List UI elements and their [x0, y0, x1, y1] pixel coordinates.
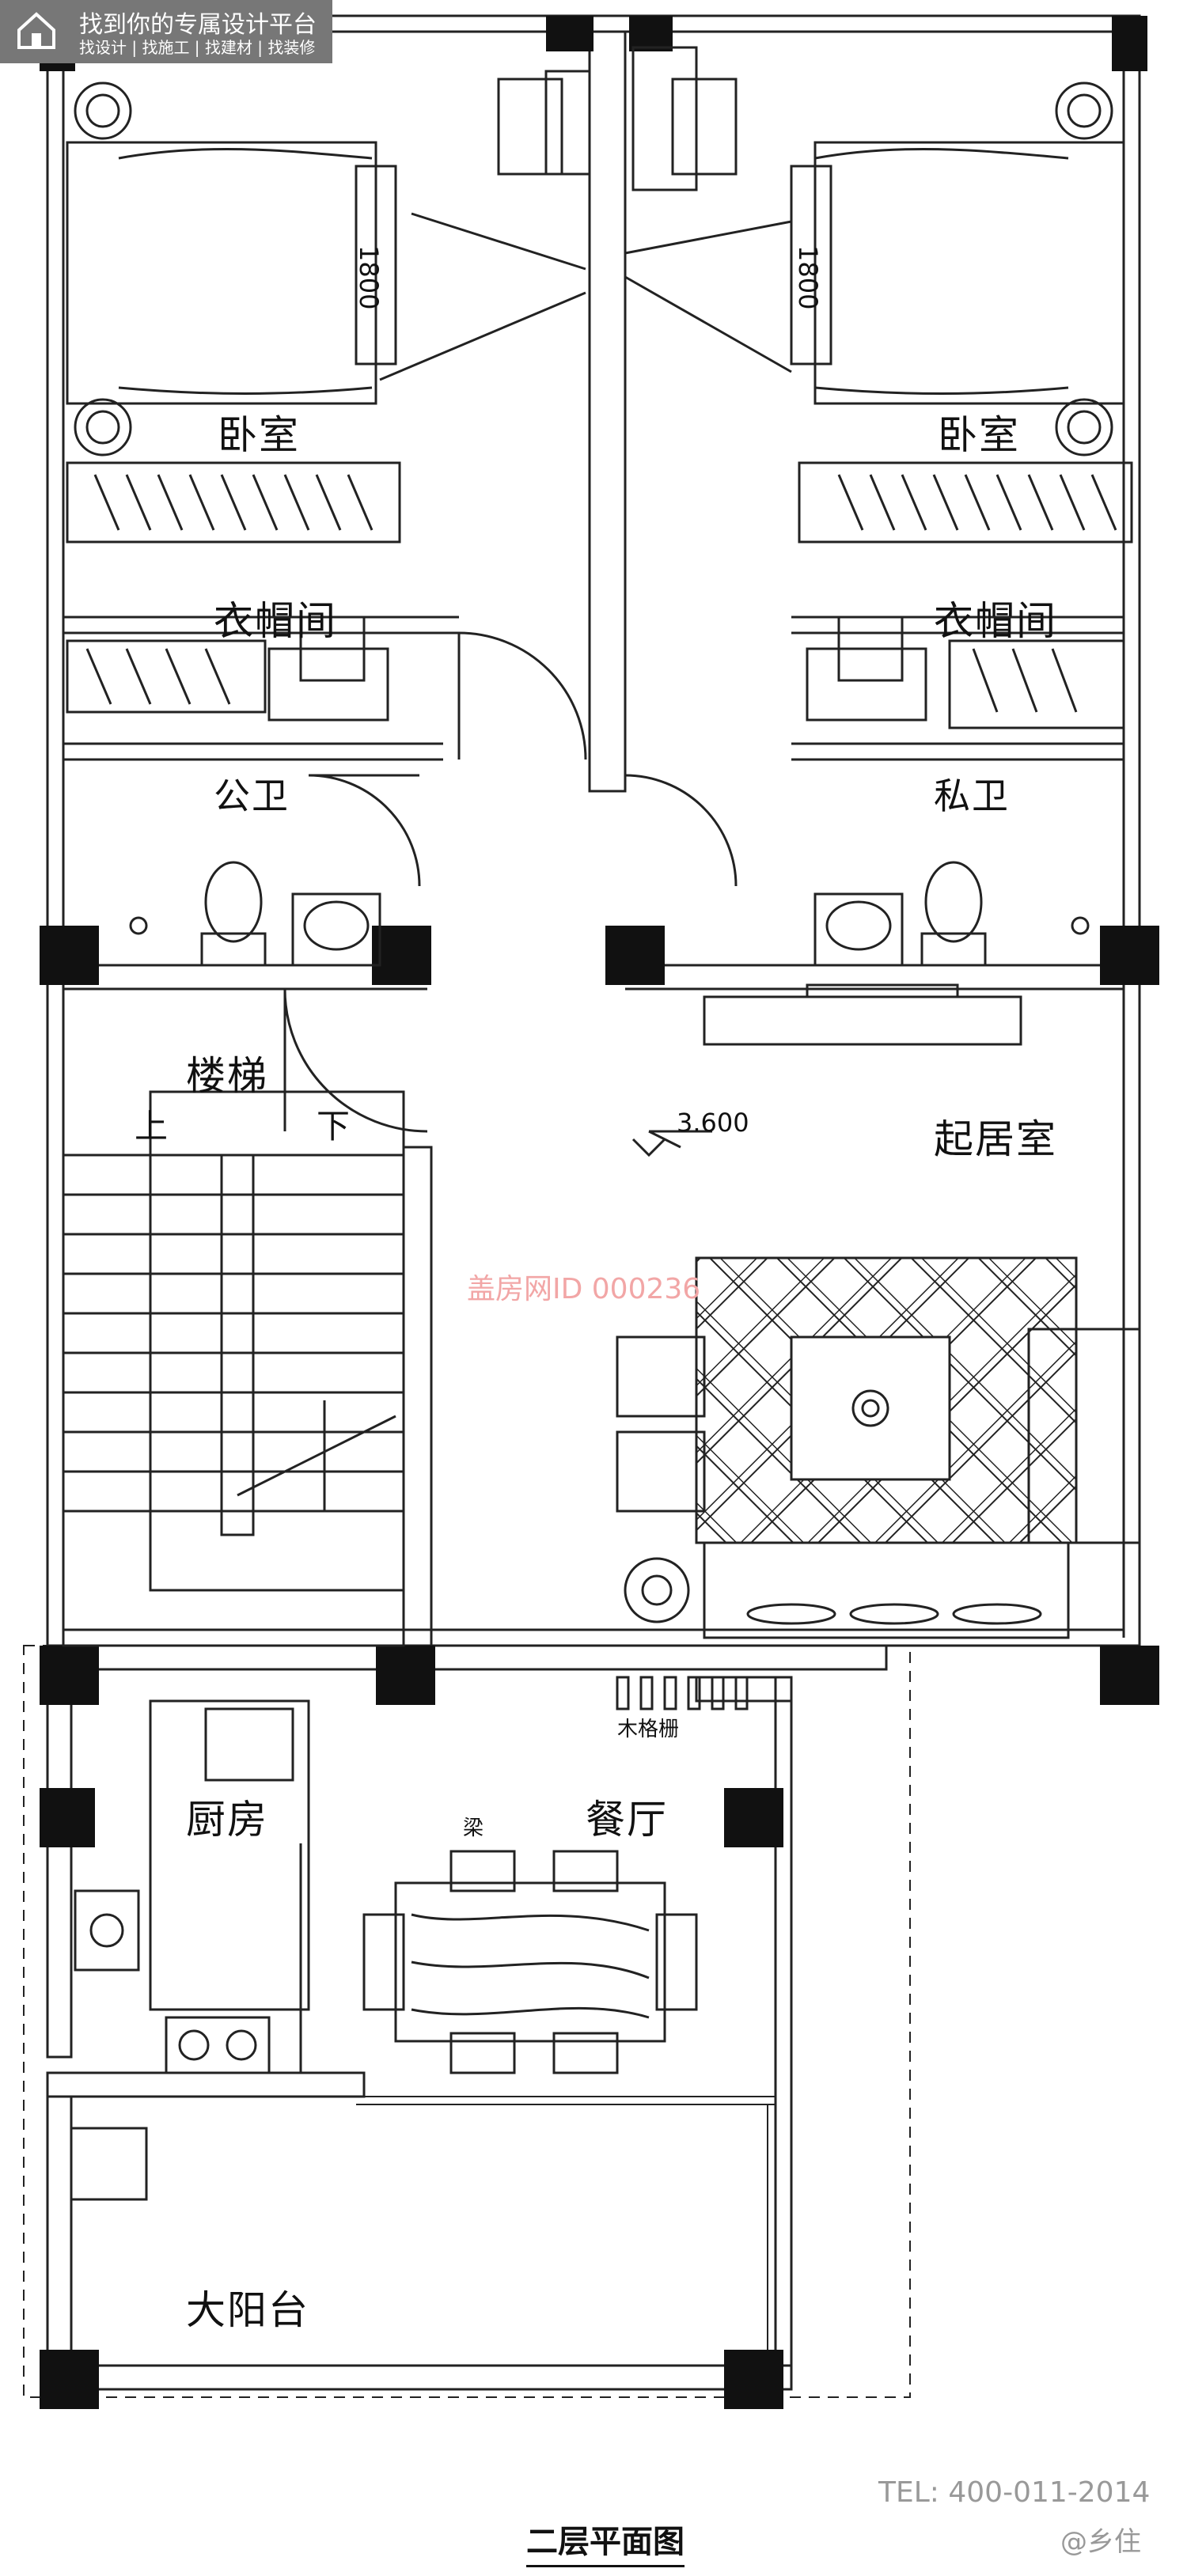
site-logo: 找到你的专属设计平台 找设计 | 找施工 | 找建材 | 找装修	[0, 0, 332, 63]
bed-right	[813, 141, 1125, 405]
label-dining: 餐厅	[586, 1797, 668, 1843]
home-logo-icon	[17, 12, 55, 49]
label-stairs-down: 下	[317, 1107, 352, 1146]
label-stairs-up: 上	[135, 1107, 170, 1146]
floor-level-mark: 3.600	[677, 1108, 749, 1138]
label-stairs: 楼梯	[186, 1053, 268, 1099]
contact-tel: TEL: 400-011-2014	[878, 2476, 1151, 2509]
label-wood-grille: 木格栅	[617, 1718, 680, 1741]
label-balcony: 大阳台	[186, 2287, 309, 2333]
label-beam: 梁	[463, 1816, 484, 1840]
bed-left	[66, 141, 377, 405]
label-kitchen: 厨房	[186, 1797, 268, 1843]
label-living: 起居室	[934, 1116, 1057, 1162]
logo-main-text: 找到你的专属设计平台	[79, 11, 317, 39]
logo-sub-text: 找设计 | 找施工 | 找建材 | 找装修	[79, 38, 316, 57]
label-bath-public: 公卫	[214, 775, 290, 817]
watermark-text: 盖房网ID 000236	[467, 1273, 701, 1305]
plan-title: 二层平面图	[526, 2516, 685, 2567]
label-bedroom-right: 卧室	[938, 412, 1020, 458]
label-bath-private: 私卫	[934, 775, 1010, 817]
label-bedroom-left: 卧室	[218, 412, 300, 458]
label-closet-right: 衣帽间	[934, 598, 1057, 644]
bed-right-dimension: 1800	[793, 245, 823, 310]
label-closet-left: 衣帽间	[214, 598, 337, 644]
contact-brand: @乡住	[1060, 2526, 1141, 2558]
bed-left-dimension: 1800	[354, 245, 384, 310]
